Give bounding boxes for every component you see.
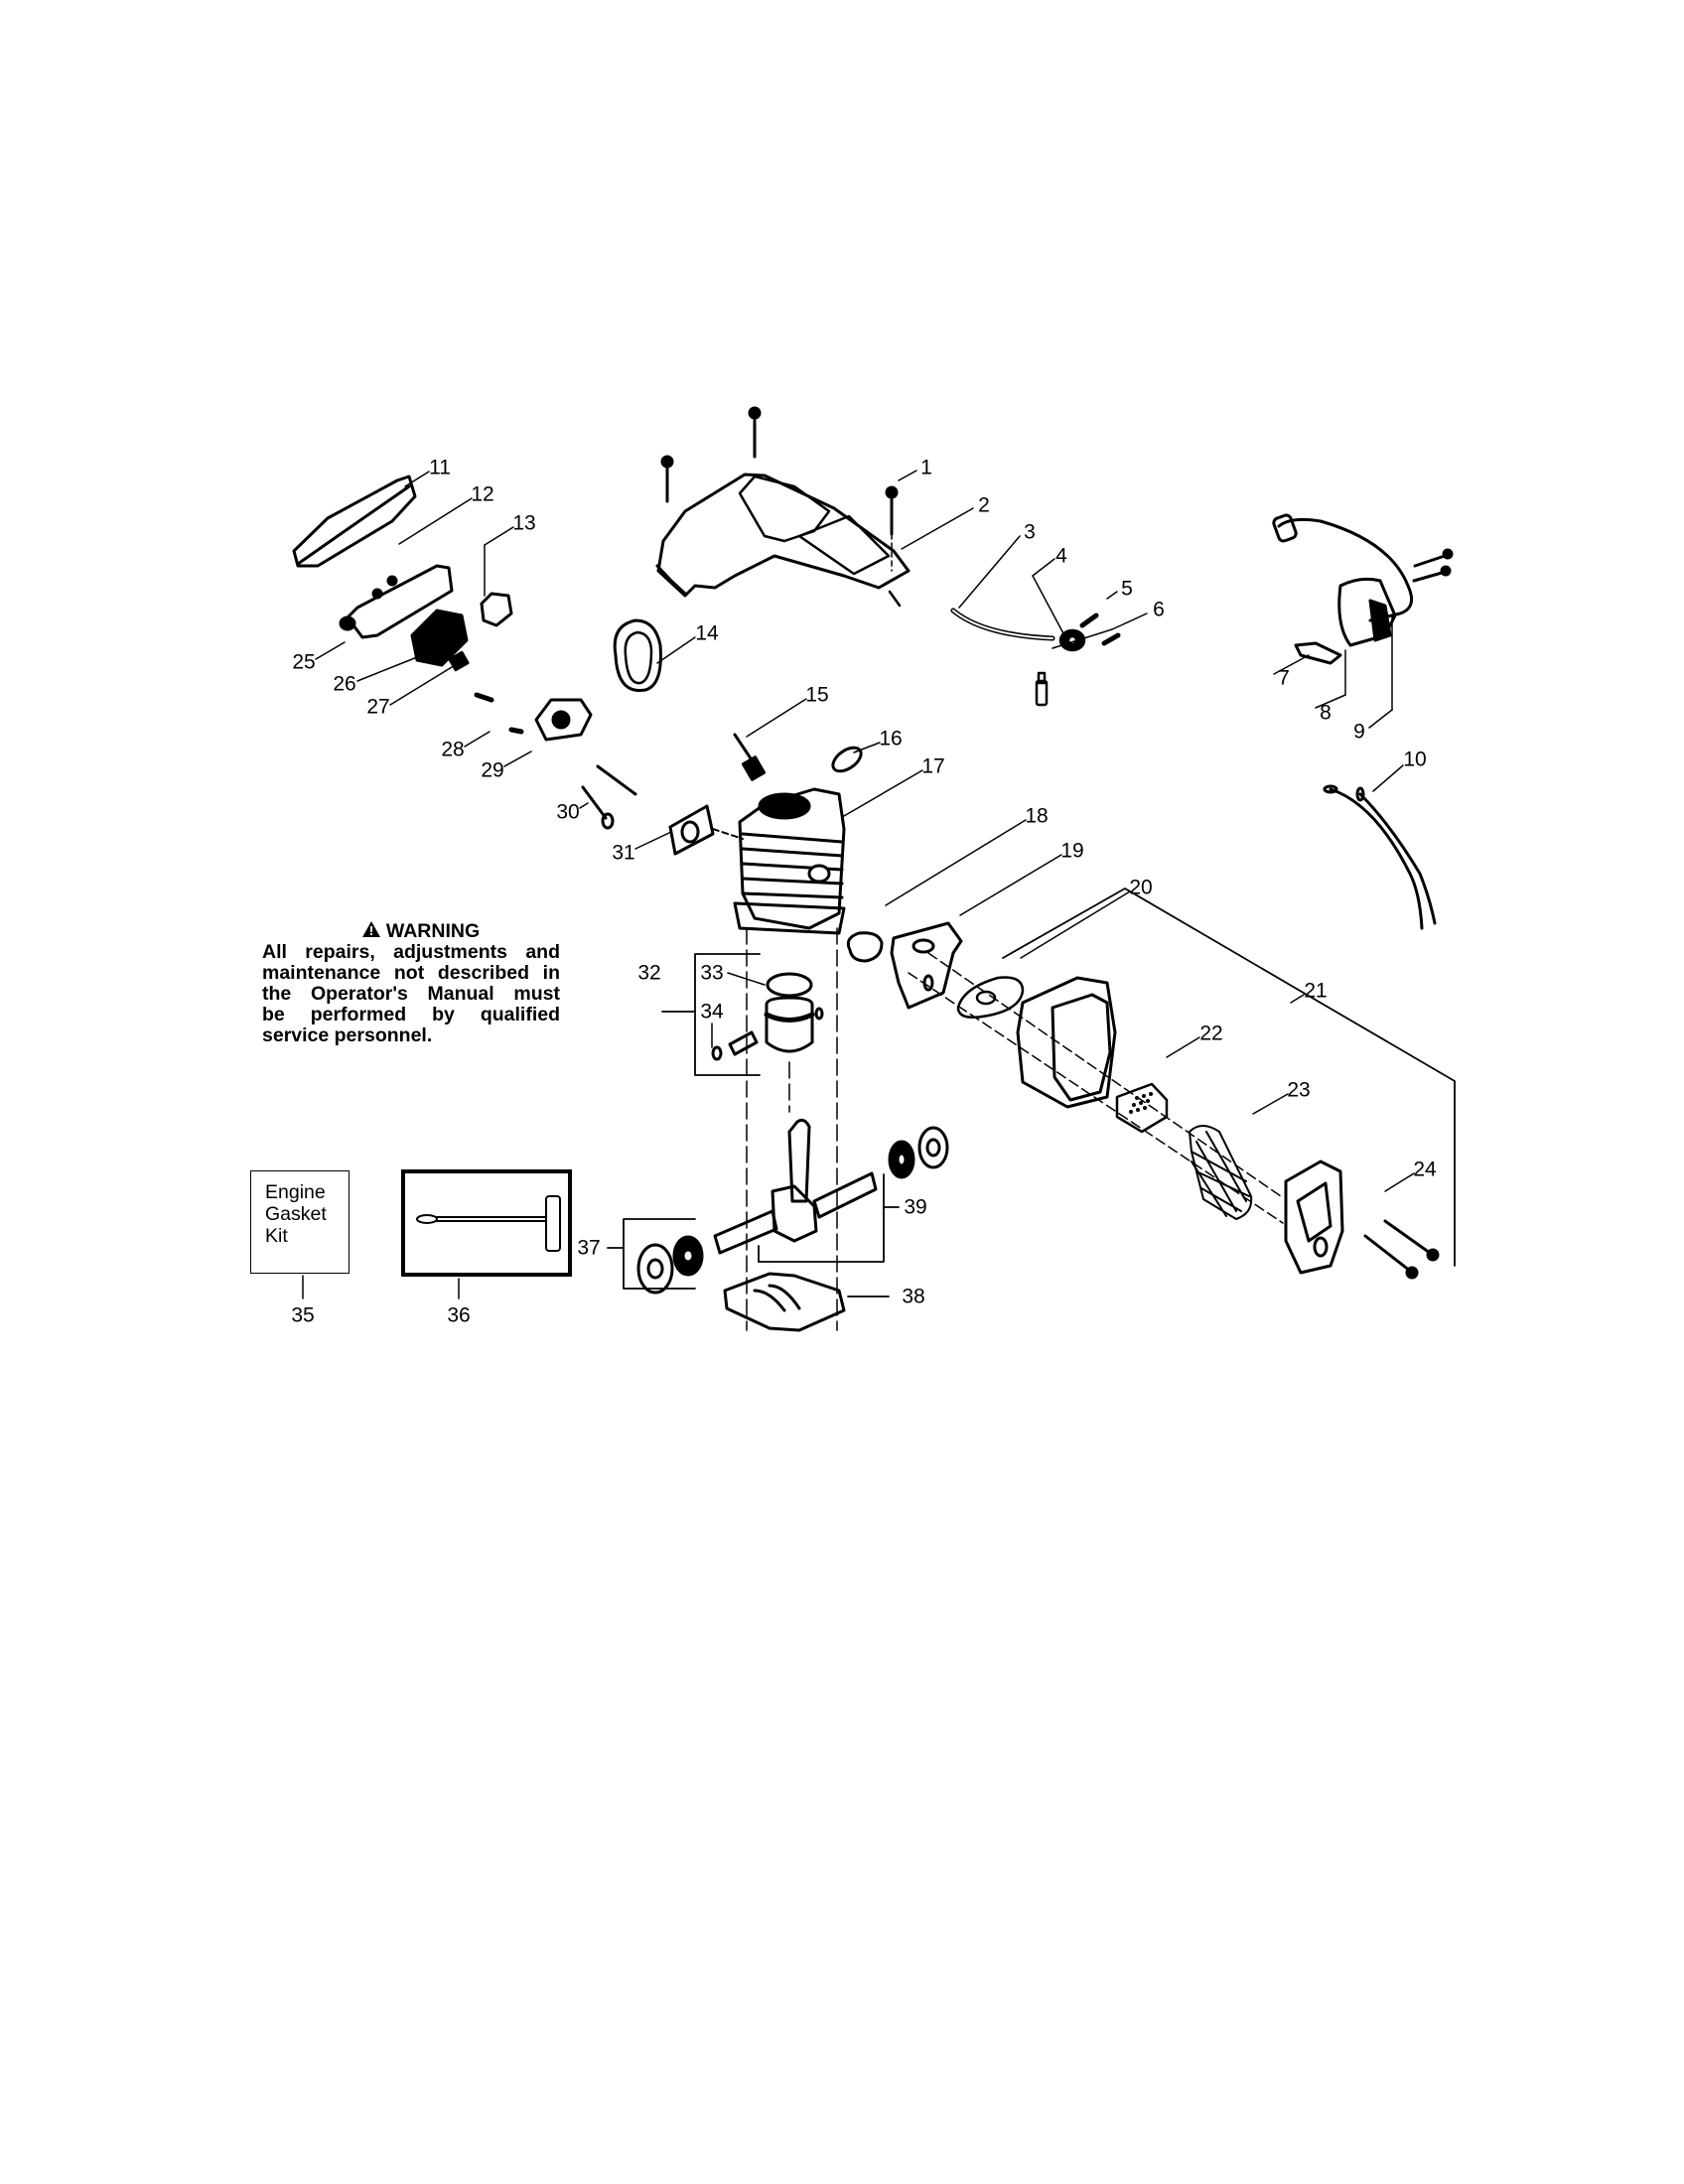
fuel-line-part [950, 608, 1055, 641]
warning-line: the Operator's Manual must [262, 983, 560, 1005]
part-callout-18: 18 [1025, 804, 1049, 828]
ignition-wires-part [1323, 784, 1437, 930]
spark-plug-part [733, 733, 767, 781]
piston-pin-part [711, 1007, 824, 1061]
muffler-bolts [1363, 1219, 1440, 1280]
warning-line: be performed by qualified [262, 1004, 560, 1025]
kit-label-line: Gasket [265, 1203, 327, 1225]
spark-plug-cap-part [831, 746, 863, 773]
ignition-module-part [1272, 513, 1454, 665]
warning-line: service personnel. [262, 1024, 433, 1046]
top-cover-part [655, 473, 911, 608]
muffler-gasket-part [956, 976, 1025, 1020]
part-callout-26: 26 [333, 672, 356, 696]
part-callout-28: 28 [441, 738, 465, 761]
part-callout-30: 30 [556, 800, 580, 824]
part-callout-33: 33 [700, 961, 724, 985]
crankcase-part [723, 1272, 890, 1332]
t-handle-screwdriver-icon [416, 1195, 561, 1252]
part-callout-15: 15 [805, 683, 829, 707]
heat-shield-part [890, 921, 963, 1010]
carburetor-part [339, 564, 513, 672]
part-callout-1: 1 [920, 456, 932, 479]
part-callout-39: 39 [904, 1195, 927, 1219]
part-callout-9: 9 [1353, 720, 1365, 744]
piston-part [764, 996, 815, 1053]
part-callout-2: 2 [978, 493, 990, 517]
part-callout-38: 38 [902, 1285, 925, 1308]
engine-gasket-kit-box: Engine Gasket Kit [250, 1170, 350, 1274]
part-callout-8: 8 [1320, 701, 1332, 725]
main-bearings-part [636, 1126, 949, 1295]
intake-gasket-ring-part [613, 618, 662, 693]
part-callout-21: 21 [1304, 979, 1328, 1003]
exhaust-axis-lines [908, 952, 1284, 1224]
cover-screws [660, 406, 899, 572]
warning-line: maintenance not described in [262, 962, 560, 984]
part-callout-32: 32 [637, 961, 661, 985]
piston-kit-bracket [661, 953, 761, 1076]
part-callout-17: 17 [921, 754, 945, 778]
part-callout-12: 12 [471, 482, 494, 506]
tool-kit-box [401, 1169, 572, 1277]
warning-line: All repairs, adjustments and [262, 941, 560, 963]
part-callout-24: 24 [1413, 1158, 1437, 1181]
part-callout-36: 36 [447, 1303, 471, 1327]
leader-lines [302, 470, 1415, 1299]
part-callout-11: 11 [429, 456, 451, 479]
air-filter-part [292, 475, 417, 568]
warning-title: WARNING [282, 921, 560, 942]
kit-label-line: Kit [265, 1225, 288, 1247]
cylinder-axis-lines [746, 927, 838, 1331]
part-callout-35: 35 [291, 1303, 315, 1327]
part-callout-5: 5 [1121, 577, 1133, 601]
part-callout-6: 6 [1153, 598, 1165, 621]
warning-notice: WARNING All repairs, adjustments and mai… [262, 921, 560, 1046]
part-callout-34: 34 [700, 1000, 724, 1024]
part-callout-37: 37 [577, 1236, 601, 1260]
part-callout-14: 14 [695, 621, 719, 645]
crankshaft-part [713, 1118, 878, 1255]
manifold-gasket-part [668, 804, 744, 856]
part-callout-31: 31 [612, 841, 635, 865]
exhaust-spacer-part [846, 931, 884, 963]
fuel-cap-part [1058, 613, 1121, 652]
part-callout-7: 7 [1278, 666, 1290, 690]
piston-ring-part [766, 972, 813, 998]
part-callout-20: 20 [1129, 876, 1153, 899]
warning-triangle-icon [361, 921, 380, 942]
part-callout-19: 19 [1060, 839, 1084, 863]
muffler-assembly-bracket [1002, 887, 1456, 1267]
kit-label-line: Engine [265, 1181, 326, 1203]
part-callout-10: 10 [1403, 748, 1427, 771]
muffler-body-part [1016, 976, 1117, 1109]
part-callout-25: 25 [292, 650, 316, 674]
fuel-filter-part [1035, 671, 1049, 707]
spark-arrestor-screen-part [1189, 1125, 1253, 1220]
cylinder-part [733, 787, 846, 935]
part-callout-13: 13 [512, 511, 536, 535]
part-callout-16: 16 [879, 727, 903, 751]
part-callout-29: 29 [481, 758, 504, 782]
crankshaft-bracket [607, 1173, 900, 1290]
part-callout-27: 27 [366, 695, 390, 719]
spark-arrestor-plate-part [1115, 1082, 1169, 1134]
part-callout-3: 3 [1024, 520, 1036, 544]
part-callout-4: 4 [1055, 544, 1067, 568]
manifold-bolts [581, 764, 637, 830]
intake-manifold-part [474, 692, 593, 742]
part-callout-23: 23 [1287, 1078, 1311, 1102]
part-callout-22: 22 [1199, 1022, 1223, 1045]
muffler-cover-part [1284, 1160, 1344, 1275]
